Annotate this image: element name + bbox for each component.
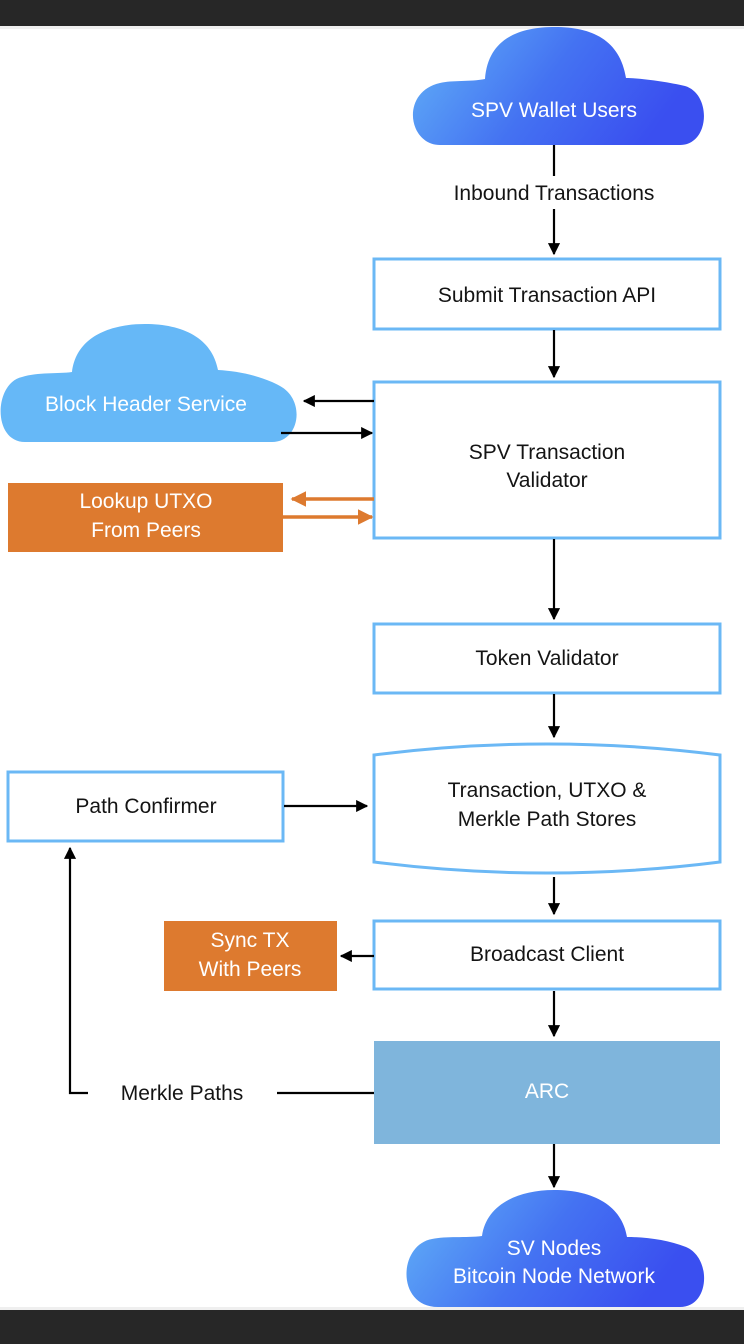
- bottom-window-bar: [0, 1310, 744, 1344]
- storage-shape: [372, 742, 722, 875]
- cloud-label-line2: Bitcoin Node Network: [453, 1265, 655, 1288]
- inbound-transactions-label: Inbound Transactions: [454, 182, 655, 205]
- cloud-label: SPV Wallet Users: [471, 99, 637, 122]
- bottom-divider: [0, 1307, 744, 1310]
- cloud-shape: [412, 27, 704, 145]
- box-token-validator: Token Validator: [372, 622, 722, 695]
- top-divider: [0, 26, 744, 29]
- box-label-line1: SPV Transaction: [469, 441, 625, 464]
- box-arc: ARC: [374, 1041, 720, 1144]
- box-submit-transaction-api: Submit Transaction API: [372, 257, 722, 331]
- storage-label-line2: Merkle Path Stores: [458, 808, 637, 831]
- merkle-paths-label: Merkle Paths: [121, 1082, 244, 1105]
- cloud-sv-nodes: SV Nodes Bitcoin Node Network: [406, 1190, 705, 1307]
- storage-transaction-utxo-merkle-stores: Transaction, UTXO & Merkle Path Stores: [372, 742, 722, 875]
- box-label: Token Validator: [475, 647, 618, 670]
- edge-merkle-to-path-confirmer: [63, 846, 88, 1095]
- cloud-label-line1: SV Nodes: [507, 1237, 602, 1260]
- cloud-shape: [406, 1190, 705, 1307]
- box-path-confirmer: Path Confirmer: [6, 770, 285, 843]
- box-label-line1: Sync TX: [211, 929, 290, 952]
- top-window-bar: [0, 0, 744, 26]
- box-label: Submit Transaction API: [438, 284, 656, 307]
- box-label: Broadcast Client: [470, 943, 624, 966]
- box-lookup-utxo-from-peers: Lookup UTXO From Peers: [8, 483, 283, 552]
- box-label-line2: Validator: [506, 469, 587, 492]
- box-label-line2: With Peers: [199, 958, 302, 981]
- box-label-line1: Lookup UTXO: [79, 490, 212, 513]
- box-sync-tx-with-peers: Sync TX With Peers: [164, 921, 337, 991]
- cloud-spv-wallet-users: SPV Wallet Users: [412, 27, 704, 145]
- box-spv-transaction-validator: SPV Transaction Validator: [372, 380, 722, 540]
- storage-label-line1: Transaction, UTXO &: [448, 779, 647, 802]
- cloud-block-header-service: Block Header Service: [0, 324, 297, 442]
- box-broadcast-client: Broadcast Client: [372, 919, 722, 991]
- cloud-label: Block Header Service: [45, 393, 247, 416]
- cloud-shape: [0, 324, 297, 442]
- box-label: Path Confirmer: [75, 795, 216, 818]
- box-label-line2: From Peers: [91, 519, 201, 542]
- box-label: ARC: [525, 1080, 569, 1103]
